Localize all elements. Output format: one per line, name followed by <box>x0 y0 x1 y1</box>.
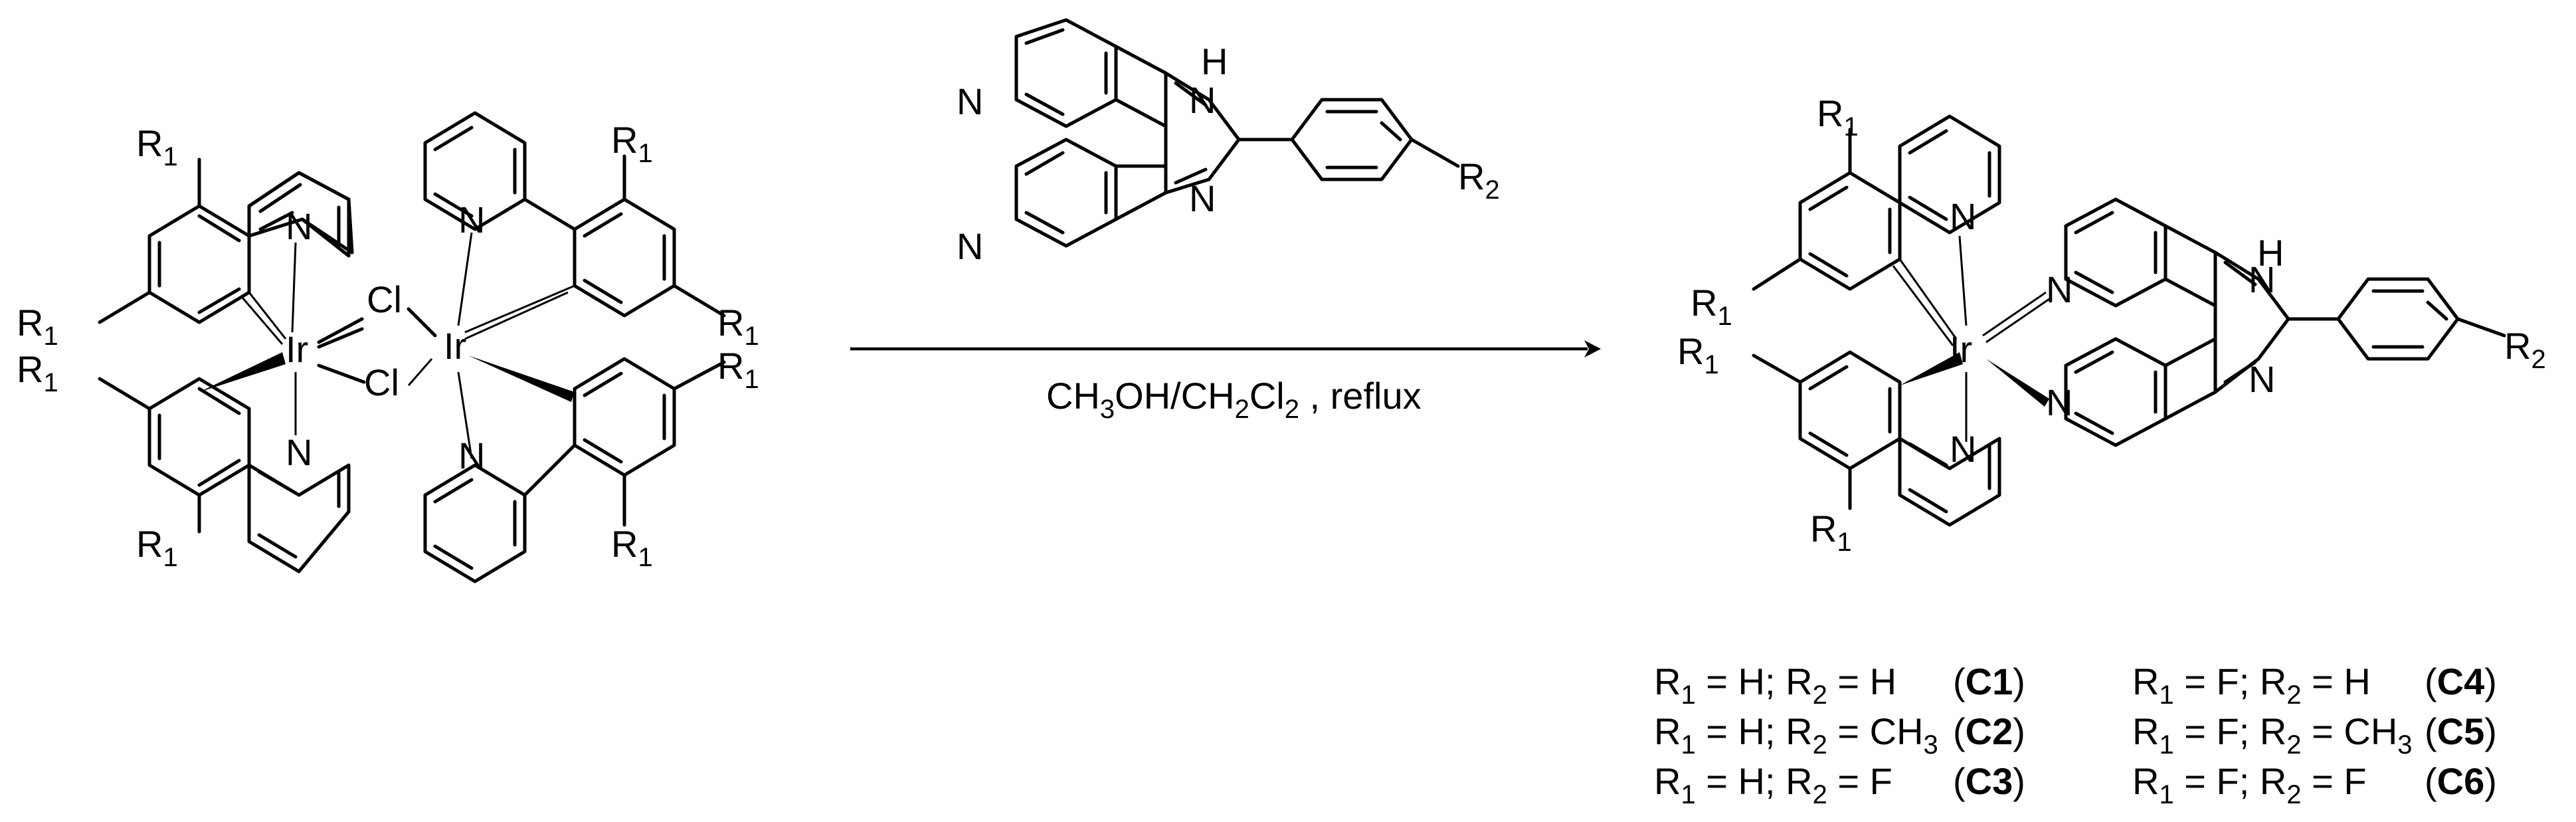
r1-substituent-label: R1 <box>717 345 759 394</box>
r1-substituent-label: R1 <box>611 119 653 168</box>
compound-entry: R1 = F; R2 = F <box>2132 760 2367 809</box>
nitrogen-atom-label: N <box>1189 79 1216 121</box>
nitrogen-atom-label: N <box>1950 195 1976 237</box>
compound-id: (C1) <box>1953 661 2025 702</box>
r1-substituent-label: R1 <box>17 348 58 397</box>
imidazophenanthroline-ligand <box>1014 18 1460 248</box>
r1-substituent-label: R1 <box>17 302 58 351</box>
reaction-conditions: CH3OH/CH2Cl2 , reflux <box>1046 375 1422 424</box>
iridium-dimer <box>98 111 726 583</box>
compound-entry: R1 = H; R2 = H <box>1654 661 1896 710</box>
substituent-legend: R1 = H; R2 = H (C1) R1 = H; R2 = CH3 (C2… <box>1654 661 2497 809</box>
compound-id: (C5) <box>2425 710 2497 752</box>
r1-substituent-label: R1 <box>1691 282 1732 331</box>
r2-substituent-label: R2 <box>1458 155 1500 205</box>
phenyl-ring <box>573 197 676 318</box>
compound-entry: R1 = F; R2 = H <box>2132 661 2371 710</box>
phenyl-ring <box>147 204 251 324</box>
compound-entry: R1 = H; R2 = F <box>1654 760 1892 809</box>
pyridine-ring <box>247 463 351 573</box>
r1-substituent-label: R1 <box>611 523 653 572</box>
compound-entry: R1 = H; R2 = CH3 <box>1654 710 1938 760</box>
compound-entry: R1 = F; R2 = CH3 <box>2132 710 2413 760</box>
compound-id: (C3) <box>1953 760 2025 802</box>
pyridine-ring <box>423 463 527 583</box>
phenyl-ring <box>147 377 251 497</box>
r1-substituent-label: R1 <box>1817 92 1859 142</box>
iridium-complex-product <box>1752 114 2506 527</box>
r1-substituent-label: R1 <box>136 523 178 572</box>
chlorine-atom-label: Cl <box>367 278 402 320</box>
nitrogen-atom-label: N <box>458 435 485 476</box>
nitrogen-atom-label: N <box>286 205 312 247</box>
reaction-arrow <box>850 340 1601 358</box>
nitrogen-atom-label: N <box>286 431 312 473</box>
iridium-atom-label: Ir <box>286 328 308 370</box>
nitrogen-atom-label: N <box>458 199 485 241</box>
nitrogen-atom-label: N <box>957 80 983 122</box>
compound-id: (C6) <box>2425 760 2497 802</box>
r1-substituent-label: R1 <box>717 302 759 351</box>
nitrogen-atom-label: N <box>2046 381 2072 423</box>
r1-substituent-label: R1 <box>136 122 178 171</box>
hydrogen-atom-label: H <box>2257 232 2284 274</box>
r2-substituent-label: R2 <box>2504 325 2546 374</box>
compound-id: (C2) <box>1953 710 2025 752</box>
nitrogen-atom-label: N <box>1189 177 1216 219</box>
phenyl-ring <box>573 357 676 477</box>
r1-substituent-label: R1 <box>1810 508 1852 557</box>
hydrogen-atom-label: H <box>1201 41 1228 82</box>
nitrogen-atom-label: N <box>957 225 983 267</box>
nitrogen-atom-label: N <box>2249 358 2275 400</box>
iridium-atom-label: Ir <box>444 325 466 367</box>
r1-substituent-label: R1 <box>1677 330 1719 379</box>
nitrogen-atom-label: N <box>2249 258 2275 300</box>
compound-id: (C4) <box>2425 661 2497 702</box>
chlorine-atom-label: Cl <box>364 361 399 403</box>
iridium-atom-label: Ir <box>1950 328 1972 370</box>
nitrogen-atom-label: N <box>2046 268 2072 310</box>
nitrogen-atom-label: N <box>1950 428 1976 470</box>
